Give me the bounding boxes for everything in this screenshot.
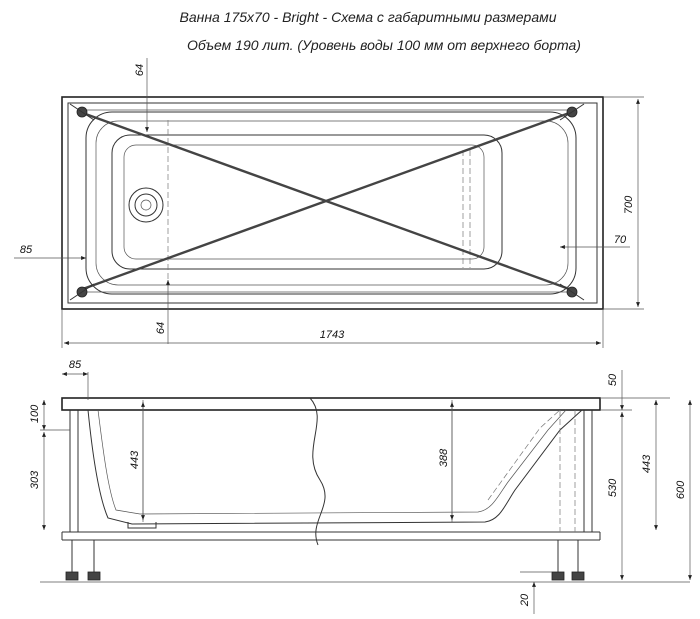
dim-85-top: 85 bbox=[20, 244, 33, 256]
dim-50: 50 bbox=[607, 373, 619, 386]
side-rim bbox=[61, 397, 601, 411]
side-drain bbox=[127, 522, 157, 529]
side-leg-1 bbox=[65, 540, 79, 581]
rim-outer bbox=[61, 96, 604, 310]
bowl-inner bbox=[95, 120, 569, 286]
leg-bottom-left bbox=[69, 283, 95, 301]
bowl-backrest-dash bbox=[487, 409, 561, 501]
dim-70: 70 bbox=[614, 234, 627, 246]
bowl-floor bbox=[123, 144, 485, 260]
drain-inner bbox=[140, 199, 152, 211]
drain-mid bbox=[134, 193, 158, 217]
dim-64-bottom: 64 bbox=[155, 322, 167, 334]
dim-600: 600 bbox=[675, 480, 687, 499]
leg-top-left bbox=[69, 103, 95, 121]
title-line-1: Ванна 175x70 - Bright - Схема с габаритн… bbox=[179, 9, 556, 25]
dim-443-left: 443 bbox=[129, 450, 141, 469]
dim-388: 388 bbox=[438, 448, 450, 467]
dim-530: 530 bbox=[607, 478, 619, 497]
side-leg-4 bbox=[571, 540, 585, 581]
dim-64-top: 64 bbox=[134, 64, 146, 76]
title-line-2: Объем 190 лит. (Уровень воды 100 мм от в… bbox=[187, 37, 581, 53]
drain-outer bbox=[128, 187, 164, 223]
break-line bbox=[309, 397, 326, 546]
frame-bar-2 bbox=[79, 110, 573, 292]
dim-1743: 1743 bbox=[320, 329, 345, 341]
rim-inner bbox=[67, 102, 598, 304]
dim-20: 20 bbox=[519, 593, 531, 607]
top-view: 64 85 64 700 70 1743 bbox=[14, 58, 644, 348]
side-leg-2 bbox=[87, 540, 101, 581]
bowl-profile-inner bbox=[97, 409, 567, 515]
bowl-profile-outer bbox=[87, 409, 583, 525]
side-view: 85 100 303 443 388 50 530 443 600 20 bbox=[29, 359, 692, 614]
dim-303: 303 bbox=[29, 470, 41, 489]
dim-700: 700 bbox=[623, 195, 635, 214]
bowl-bottom bbox=[111, 134, 503, 270]
dim-443-right: 443 bbox=[641, 454, 653, 473]
side-leg-3 bbox=[551, 540, 565, 581]
dim-100: 100 bbox=[29, 404, 41, 423]
leg-bottom-right bbox=[559, 283, 585, 301]
dim-85-side: 85 bbox=[69, 359, 82, 371]
bowl-outer bbox=[85, 111, 577, 295]
leg-top-right bbox=[559, 103, 585, 121]
